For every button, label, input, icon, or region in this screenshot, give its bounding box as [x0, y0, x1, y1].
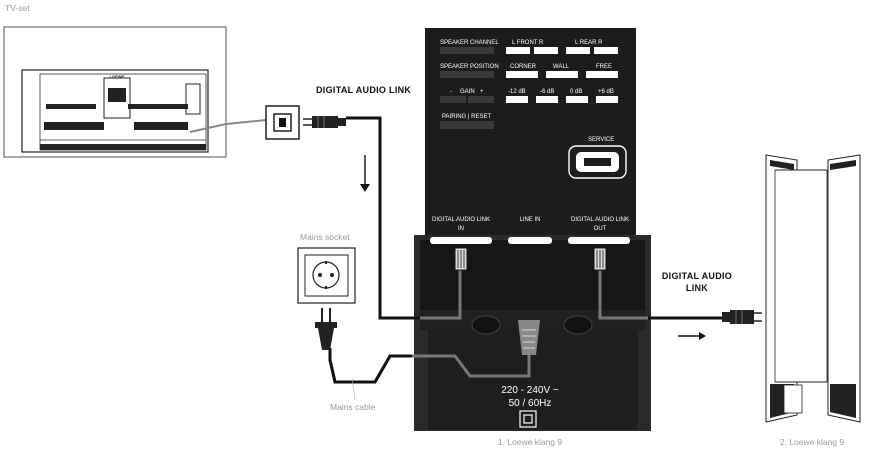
service-label: SERVICE — [588, 137, 614, 143]
gain-up-button[interactable] — [468, 96, 494, 103]
rear-right-button[interactable] — [594, 47, 618, 54]
db-0-button[interactable] — [566, 96, 588, 103]
wall-button[interactable] — [546, 71, 578, 78]
free-button[interactable] — [586, 71, 618, 78]
front-right-button[interactable] — [534, 47, 558, 54]
db-minus12-label: -12 dB — [508, 89, 526, 95]
down-arrow-icon — [360, 155, 370, 192]
dal-in-label: DIGITAL AUDIO LINK — [432, 217, 490, 223]
db-minus12-button[interactable] — [506, 96, 528, 103]
speaker1-caption: 1. Loewe klang 9 — [498, 437, 563, 447]
pairing-reset-label: PAIRING | RESET — [442, 114, 491, 120]
db-minus6-button[interactable] — [536, 96, 558, 103]
right-arrow-icon — [678, 332, 706, 340]
speaker-channel-label: SPEAKER CHANNEL — [440, 40, 499, 46]
corner-button[interactable] — [506, 71, 538, 78]
db-minus6-label: -6 dB — [540, 89, 554, 95]
rear-label: L REAR R — [575, 40, 603, 46]
gain-down-button[interactable] — [440, 96, 466, 103]
dal-out-socket — [568, 237, 630, 244]
mains-socket — [297, 247, 356, 304]
speaker2 — [765, 154, 861, 423]
pairing-reset-button[interactable] — [440, 121, 494, 129]
gain-label: GAIN — [460, 89, 475, 95]
dal-out-plug — [593, 247, 607, 271]
db-plus6-label: +6 dB — [598, 89, 614, 95]
mains-cable-label: Mains cable — [330, 402, 376, 412]
dal-in-plug — [454, 247, 468, 271]
front-label: L FRONT R — [512, 40, 544, 46]
speaker-position-label: SPEAKER POSITION — [440, 64, 499, 70]
line-in-socket — [508, 237, 552, 244]
power-connector — [518, 320, 540, 355]
dal-out-label-2: OUT — [594, 226, 607, 232]
mains-plug — [315, 308, 337, 350]
power-frequency-label: 50 / 60Hz — [509, 398, 552, 409]
mains-socket-label: Mains socket — [300, 232, 350, 242]
digital-audio-link-label-top: DIGITAL AUDIO LINK — [316, 85, 411, 95]
double-insulation-icon — [519, 410, 537, 428]
speaker2-caption: 2. Loewe klang 9 — [780, 437, 845, 447]
wall-label: WALL — [553, 64, 570, 70]
service-usb-port — [568, 145, 627, 179]
speaker1-control-panel: SPEAKER CHANNEL L FRONT R L REAR R SPEAK… — [425, 28, 636, 235]
gain-minus-label: - — [450, 89, 452, 95]
db-plus6-button[interactable] — [596, 96, 618, 103]
dal-in-label-2: IN — [458, 226, 464, 232]
line-in-label: LINE IN — [519, 217, 540, 223]
rear-left-button[interactable] — [566, 47, 590, 54]
front-left-button[interactable] — [506, 47, 530, 54]
tv-set-label: TV-set — [5, 3, 30, 13]
tv-digital-audio-socket — [265, 105, 300, 140]
free-label: FREE — [596, 64, 612, 70]
db-0-label: 0 dB — [570, 89, 582, 95]
digital-audio-link-label-right: DIGITAL AUDIO — [662, 271, 732, 281]
dal-plug-tv — [303, 116, 346, 128]
dal-plug-speaker2 — [722, 310, 762, 324]
tv-brand-logo: LOEWE — [110, 74, 125, 79]
dal-in-socket — [430, 237, 492, 244]
dal-out-label: DIGITAL AUDIO LINK — [571, 217, 629, 223]
corner-label: CORNER — [510, 64, 537, 70]
digital-audio-link-label-right-2: LINK — [686, 283, 708, 293]
tv-set: LOEWE — [3, 26, 227, 158]
power-rating-label: 220 - 240V ~ — [501, 385, 559, 396]
gain-plus-label: + — [480, 89, 484, 95]
